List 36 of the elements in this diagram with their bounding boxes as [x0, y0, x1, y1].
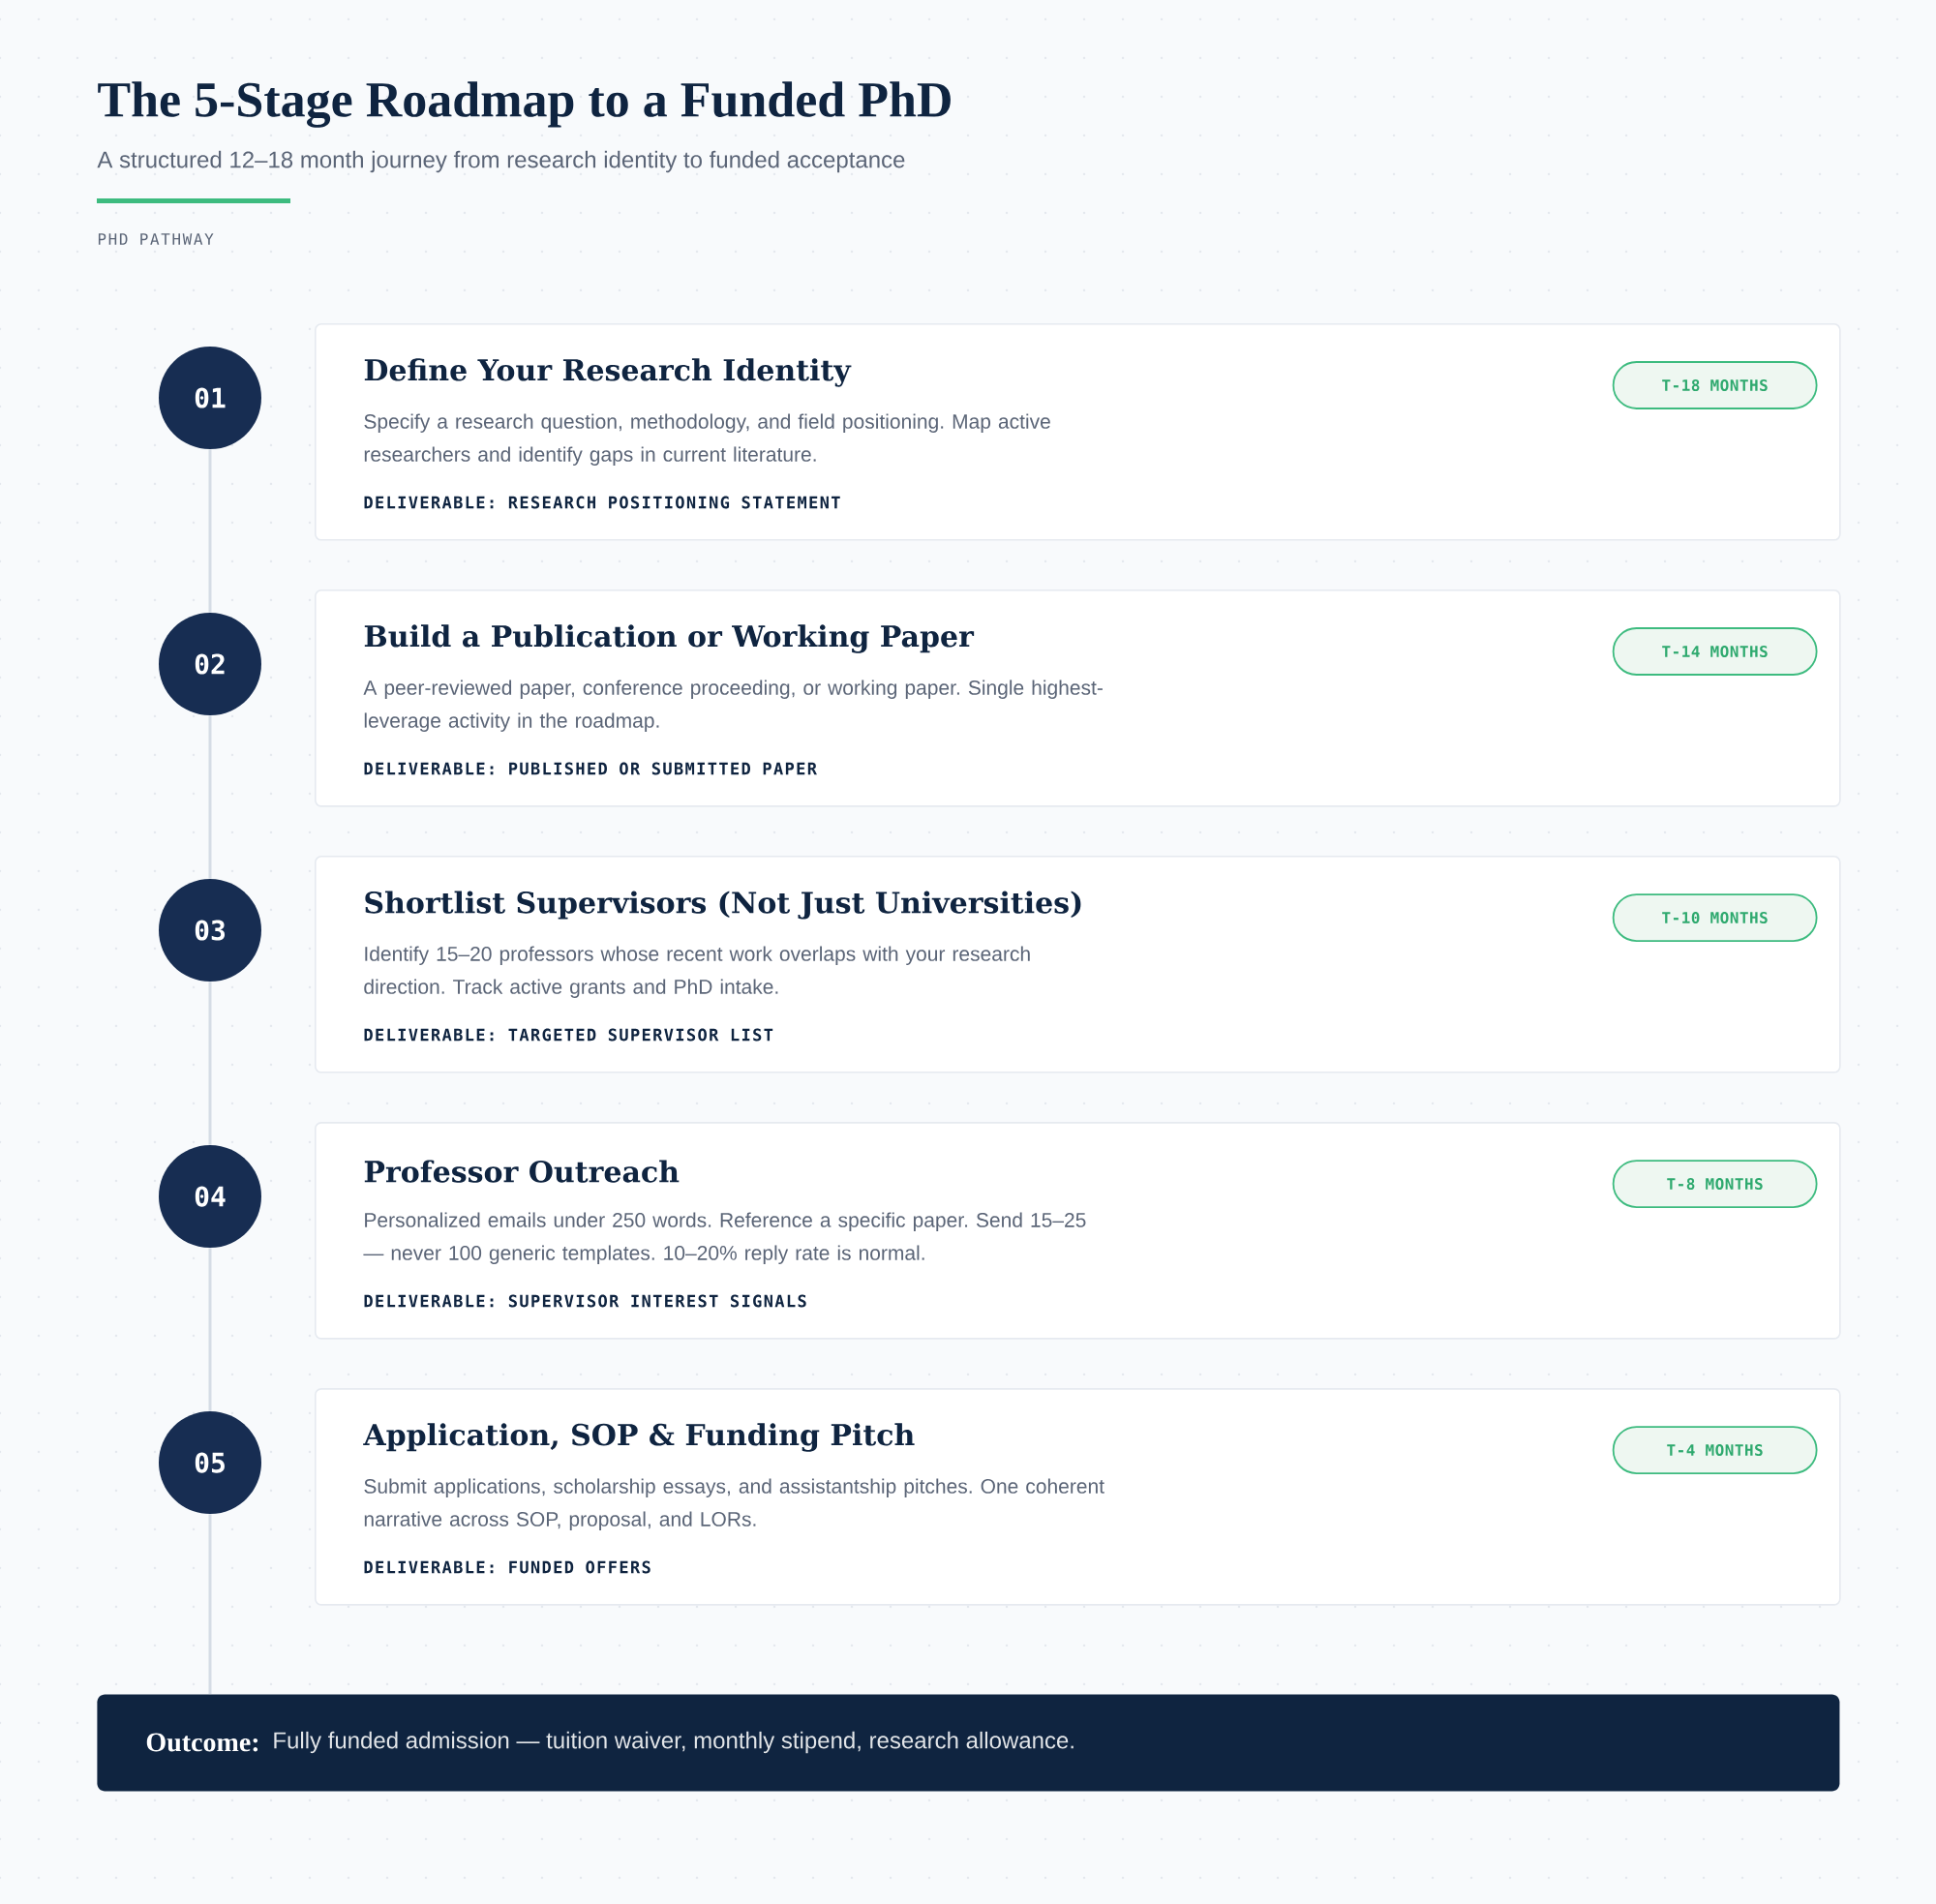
outcome-text: Fully funded admission — tuition waiver, monthly stipend, research allowance. — [274, 1731, 1074, 1754]
stage-title: Define Your Research Identity — [364, 358, 852, 387]
timeline-line — [208, 715, 212, 879]
stage-title: Shortlist Supervisors (Not Just Universities) — [365, 891, 1081, 920]
deliverable-label: DELIVERABLE: FUNDED OFFERS — [364, 1560, 650, 1574]
stage-card — [315, 1122, 1841, 1340]
timeline-line — [208, 982, 212, 1145]
stage-description: Identify 15–20 professors whose recent work overlaps with your research direction. Track active grants and PhD intake. — [364, 946, 1030, 998]
stage-card — [315, 323, 1841, 541]
stage-card — [315, 589, 1841, 807]
outcome-heading: Outcome: — [146, 1733, 258, 1752]
stage-title: Professor Outreach — [364, 1160, 680, 1183]
section-tag: PHD PATHWAY — [98, 233, 214, 245]
timing-badge: T-10 MONTHS — [1612, 893, 1818, 942]
stage-title: Build a Publication or Working Paper — [364, 624, 975, 653]
stage-description: Personalized emails under 250 words. Reference a specific paper. Send 15–25 — never 100 generic templates. 10–20% reply rate is normal. — [363, 1212, 1086, 1264]
stage-description: Specify a research question, methodology, and field positioning. Map active researchers and identify gaps in current literature. — [364, 413, 1050, 466]
stage-description: Submit applications, scholarship essays, and assistantship pitches. One coherent narrative across SOP, proposal, and LORs. — [364, 1478, 1104, 1530]
timeline-line — [208, 449, 212, 613]
stage-card — [315, 856, 1841, 1073]
timing-badge: T-14 MONTHS — [1612, 627, 1818, 676]
timing-badge: T-18 MONTHS — [1612, 361, 1818, 409]
page-title: The 5-Stage Roadmap to a Funded PhD — [98, 81, 951, 128]
deliverable-label: DELIVERABLE: RESEARCH POSITIONING STATEMENT — [364, 496, 840, 509]
deliverable-label: DELIVERABLE: SUPERVISOR INTEREST SIGNALS — [364, 1294, 806, 1308]
subtitle: A structured 12–18 month journey from research identity to funded acceptance — [97, 150, 905, 173]
timeline-line — [208, 1514, 212, 1695]
stage-card — [315, 1388, 1841, 1606]
outcome-banner — [97, 1694, 1840, 1792]
timing-badge: T-4 MONTHS — [1612, 1426, 1818, 1474]
deliverable-label: DELIVERABLE: TARGETED SUPERVISOR LIST — [364, 1028, 773, 1042]
timing-badge: T-8 MONTHS — [1612, 1160, 1818, 1208]
deliverable-label: DELIVERABLE: PUBLISHED OR SUBMITTED PAPER — [364, 762, 817, 775]
stage-title: Application, SOP & Funding Pitch — [363, 1423, 915, 1452]
timeline-line — [208, 1248, 212, 1411]
stage-description: A peer-reviewed paper, conference proceeding, or working paper. Single highest-leverage activity in the roadmap. — [363, 680, 1103, 732]
